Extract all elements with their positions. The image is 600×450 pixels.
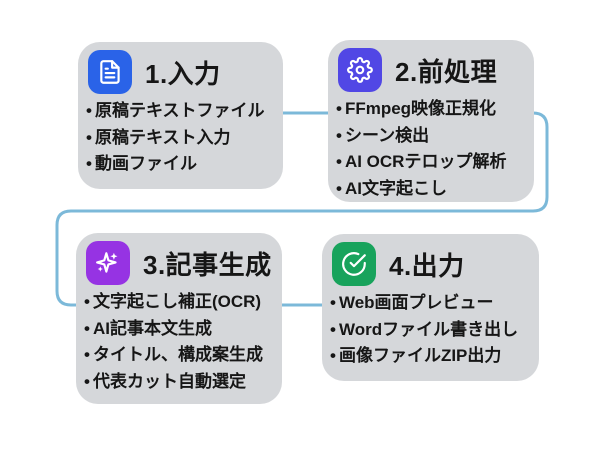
card-preprocess: 2.前処理 FFmpeg映像正規化 シーン検出 AI OCRテロップ解析 AI文… — [328, 40, 534, 202]
list-item: Wordファイル書き出し — [330, 317, 535, 344]
sparkles-icon — [86, 241, 130, 285]
card-input: 1.入力 原稿テキストファイル 原稿テキスト入力 動画ファイル — [78, 42, 283, 189]
card-preprocess-title: 2.前処理 — [395, 56, 498, 87]
list-item: 原稿テキスト入力 — [86, 125, 279, 152]
card-article-title: 3.記事生成 — [143, 249, 272, 280]
list-item: タイトル、構成案生成 — [84, 342, 278, 369]
check-circle-icon — [332, 242, 376, 286]
card-article-items: 文字起こし補正(OCR) AI記事本文生成 タイトル、構成案生成 代表カット自動… — [76, 289, 282, 395]
list-item: 原稿テキストファイル — [86, 98, 279, 125]
card-output-items: Web画面プレビュー Wordファイル書き出し 画像ファイルZIP出力 — [322, 290, 539, 370]
card-output: 4.出力 Web画面プレビュー Wordファイル書き出し 画像ファイルZIP出力 — [322, 234, 539, 381]
card-preprocess-header: 2.前処理 — [328, 40, 534, 92]
list-item: AI文字起こし — [336, 176, 530, 203]
card-input-title: 1.入力 — [145, 58, 221, 89]
list-item: シーン検出 — [336, 123, 530, 150]
gear-icon — [338, 48, 382, 92]
list-item: AI記事本文生成 — [84, 316, 278, 343]
list-item: 代表カット自動選定 — [84, 369, 278, 396]
list-item: FFmpeg映像正規化 — [336, 96, 530, 123]
card-input-header: 1.入力 — [78, 42, 283, 94]
card-input-items: 原稿テキストファイル 原稿テキスト入力 動画ファイル — [78, 98, 283, 178]
list-item: 文字起こし補正(OCR) — [84, 289, 278, 316]
card-article-generation: 3.記事生成 文字起こし補正(OCR) AI記事本文生成 タイトル、構成案生成 … — [76, 233, 282, 404]
card-output-header: 4.出力 — [322, 234, 539, 286]
document-icon — [88, 50, 132, 94]
list-item: AI OCRテロップ解析 — [336, 149, 530, 176]
list-item: 動画ファイル — [86, 151, 279, 178]
card-article-header: 3.記事生成 — [76, 233, 282, 285]
list-item: Web画面プレビュー — [330, 290, 535, 317]
card-preprocess-items: FFmpeg映像正規化 シーン検出 AI OCRテロップ解析 AI文字起こし — [328, 96, 534, 202]
list-item: 画像ファイルZIP出力 — [330, 343, 535, 370]
card-output-title: 4.出力 — [389, 250, 465, 281]
